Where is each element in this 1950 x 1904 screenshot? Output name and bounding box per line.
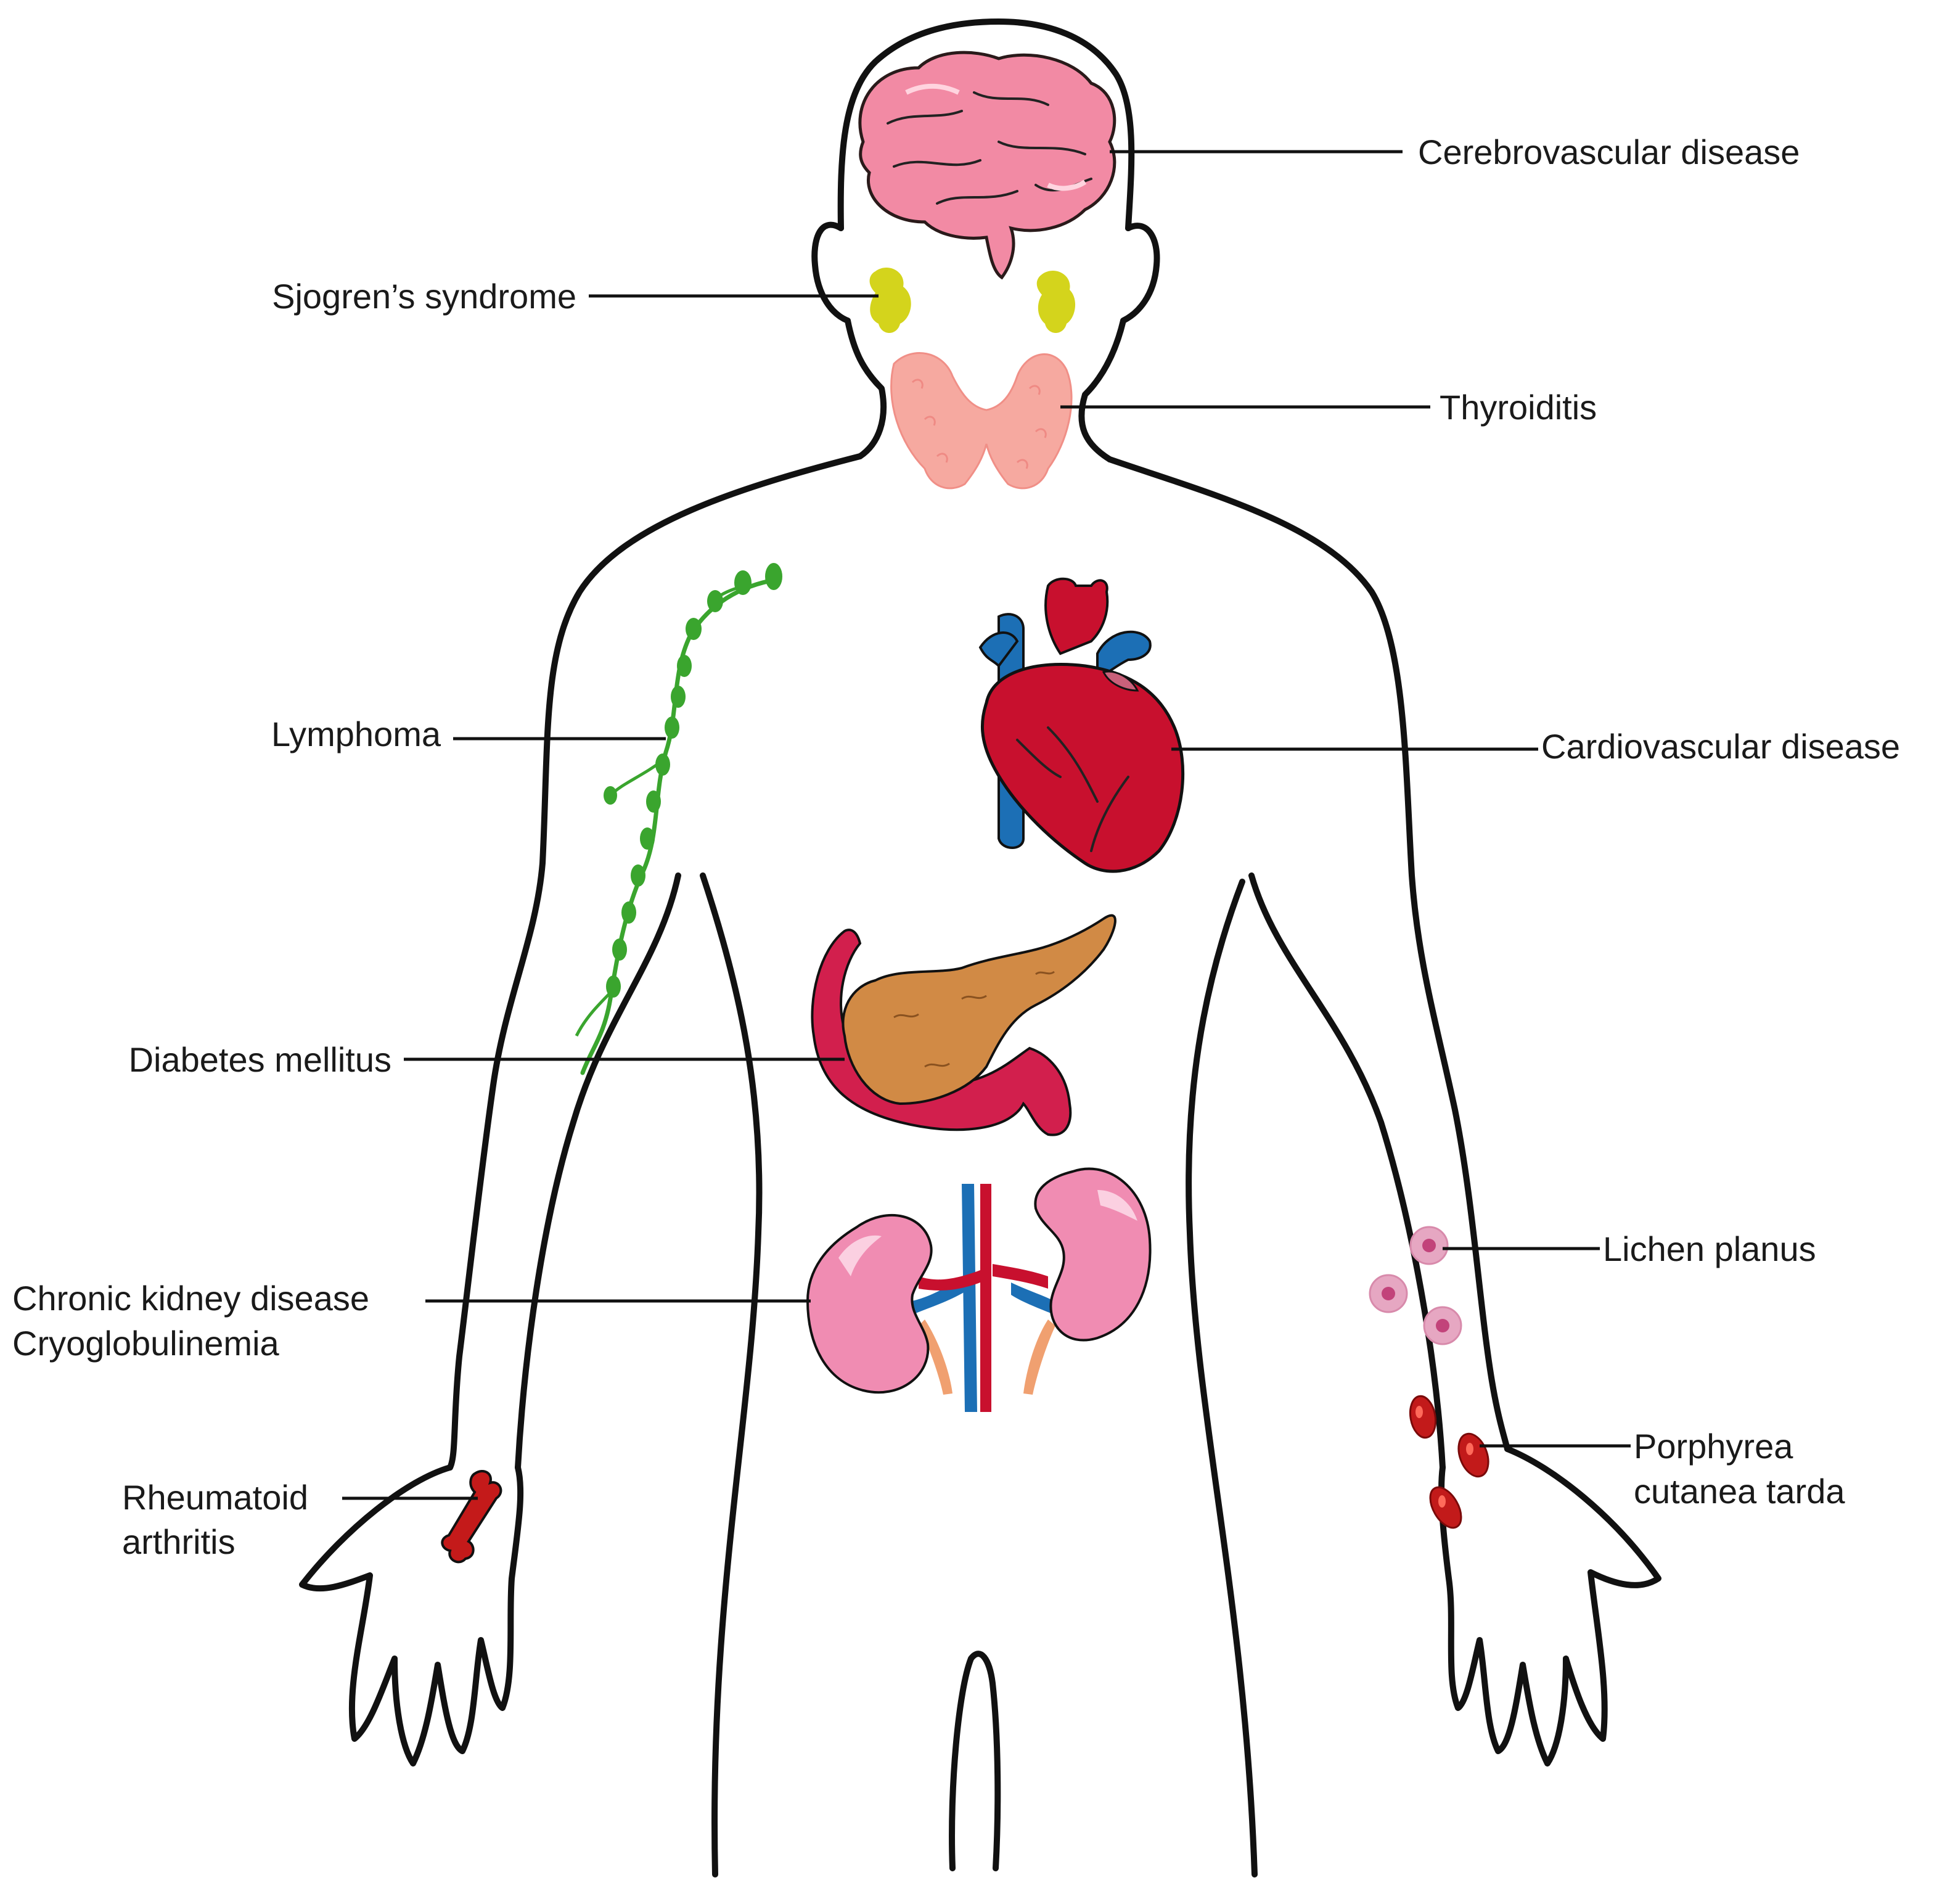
- label-ckd-line2: Cryoglobulinemia: [12, 1324, 280, 1363]
- label-cardiovascular: Cardiovascular disease: [1541, 727, 1900, 766]
- labels: Cerebrovascular disease Sjogren’s syndro…: [12, 133, 1900, 1561]
- left-arm-inner: [515, 872, 681, 1471]
- salivary-gland-icon: [869, 268, 1076, 333]
- heart-icon: [978, 577, 1185, 873]
- label-lymphoma: Lymphoma: [271, 715, 441, 753]
- pct-lesion-icon: [1409, 1395, 1489, 1529]
- label-ra-line1: Rheumatoid: [122, 1478, 308, 1517]
- right-jaw-neck: [1078, 318, 1126, 462]
- leader-lines: [342, 150, 1631, 1500]
- label-pct-line2: cutanea tarda: [1634, 1472, 1845, 1511]
- left-torso: [700, 872, 763, 1877]
- pancreas-icon: [811, 914, 1116, 1136]
- thyroid-icon: [890, 352, 1073, 490]
- label-thyroiditis: Thyroiditis: [1440, 388, 1597, 427]
- brain-icon: [858, 51, 1116, 280]
- right-ear: [1120, 223, 1160, 324]
- left-ear: [811, 221, 851, 324]
- left-jaw-neck: [845, 318, 887, 459]
- right-arm-outer: [1107, 456, 1510, 1452]
- left-arm-outer: [447, 453, 863, 1471]
- label-ckd-line1: Chronic kidney disease: [12, 1279, 369, 1318]
- label-diabetes: Diabetes mellitus: [129, 1040, 391, 1079]
- body-outline: [299, 18, 1661, 1877]
- right-hand: [1438, 1446, 1661, 1767]
- head-outline: [837, 18, 1135, 231]
- lymph-node-chain-icon: [575, 563, 782, 1075]
- left-hand: [299, 1464, 524, 1767]
- joint-bone-icon: [441, 1470, 502, 1564]
- right-arm-inner: [1248, 872, 1446, 1471]
- right-torso: [1186, 879, 1258, 1877]
- label-ra-line2: arthritis: [122, 1522, 236, 1561]
- label-lichen: Lichen planus: [1603, 1229, 1816, 1268]
- label-pct-line1: Porphyrea: [1634, 1427, 1793, 1466]
- kidneys-icon: [806, 1167, 1152, 1412]
- crotch-line: [949, 1651, 1001, 1871]
- skin-lesion-icon: [1369, 1226, 1462, 1345]
- label-cerebrovascular: Cerebrovascular disease: [1418, 133, 1800, 171]
- label-sjogren: Sjogren’s syndrome: [272, 277, 576, 316]
